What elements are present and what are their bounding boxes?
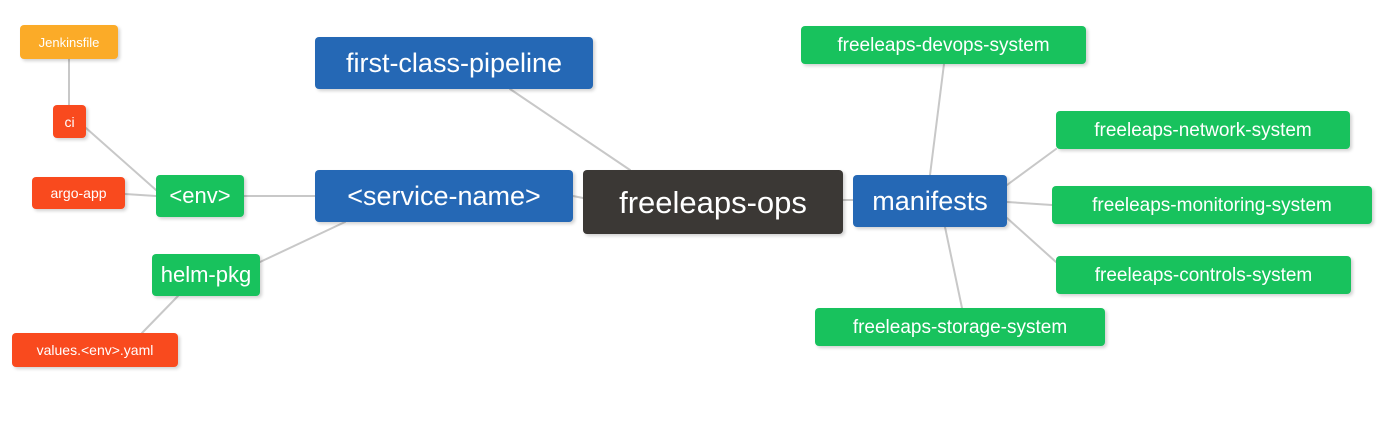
- node-values-yaml[interactable]: values.<env>.yaml: [12, 333, 178, 367]
- node-label: <env>: [169, 183, 231, 208]
- node-label: freeleaps-network-system: [1094, 119, 1312, 141]
- node-label: freeleaps-devops-system: [837, 34, 1050, 56]
- edge-ci-to-env: [85, 127, 157, 191]
- edge-manifests-to-freeleaps-monitoring-system: [1006, 201, 1053, 206]
- node-label: freeleaps-ops: [619, 184, 807, 220]
- edge-manifests-to-freeleaps-storage-system: [944, 226, 963, 309]
- edge-service-name-to-freeleaps-ops: [572, 195, 584, 199]
- node-manifests[interactable]: manifests: [853, 175, 1007, 227]
- node-service-name[interactable]: <service-name>: [315, 170, 573, 222]
- node-label: <service-name>: [347, 180, 541, 211]
- edge-manifests-to-freeleaps-controls-system: [1006, 217, 1057, 263]
- node-label: freeleaps-controls-system: [1094, 264, 1313, 286]
- node-label: first-class-pipeline: [345, 47, 563, 78]
- node-label: Jenkinsfile: [38, 34, 100, 50]
- node-label: manifests: [872, 185, 988, 216]
- node-freeleaps-monitoring-system[interactable]: freeleaps-monitoring-system: [1052, 186, 1372, 224]
- node-freeleaps-controls-system[interactable]: freeleaps-controls-system: [1056, 256, 1351, 294]
- node-helm-pkg[interactable]: helm-pkg: [152, 254, 260, 296]
- node-label: argo-app: [50, 185, 107, 201]
- node-env[interactable]: <env>: [156, 175, 244, 217]
- node-freeleaps-network-system[interactable]: freeleaps-network-system: [1056, 111, 1350, 149]
- node-label: ci: [64, 113, 75, 130]
- node-label: freeleaps-monitoring-system: [1092, 194, 1332, 216]
- node-label: freeleaps-storage-system: [852, 316, 1068, 338]
- edge-manifests-to-freeleaps-network-system: [1006, 148, 1057, 186]
- edge-helm-pkg-to-service-name: [259, 221, 346, 263]
- node-ci[interactable]: ci: [53, 105, 86, 138]
- edge-values-yaml-to-helm-pkg: [141, 295, 179, 334]
- edge-first-class-pipeline-to-freeleaps-ops: [509, 88, 631, 171]
- node-label: helm-pkg: [160, 262, 252, 287]
- node-argo-app[interactable]: argo-app: [32, 177, 125, 209]
- node-label: values.<env>.yaml: [36, 342, 154, 358]
- node-jenkinsfile[interactable]: Jenkinsfile: [20, 25, 118, 59]
- node-freeleaps-ops[interactable]: freeleaps-ops: [583, 170, 843, 234]
- node-freeleaps-storage-system[interactable]: freeleaps-storage-system: [815, 308, 1105, 346]
- edge-manifests-to-freeleaps-devops-system: [929, 63, 945, 176]
- node-freeleaps-devops-system[interactable]: freeleaps-devops-system: [801, 26, 1086, 64]
- node-first-class-pipeline[interactable]: first-class-pipeline: [315, 37, 593, 89]
- edge-argo-app-to-env: [124, 193, 157, 197]
